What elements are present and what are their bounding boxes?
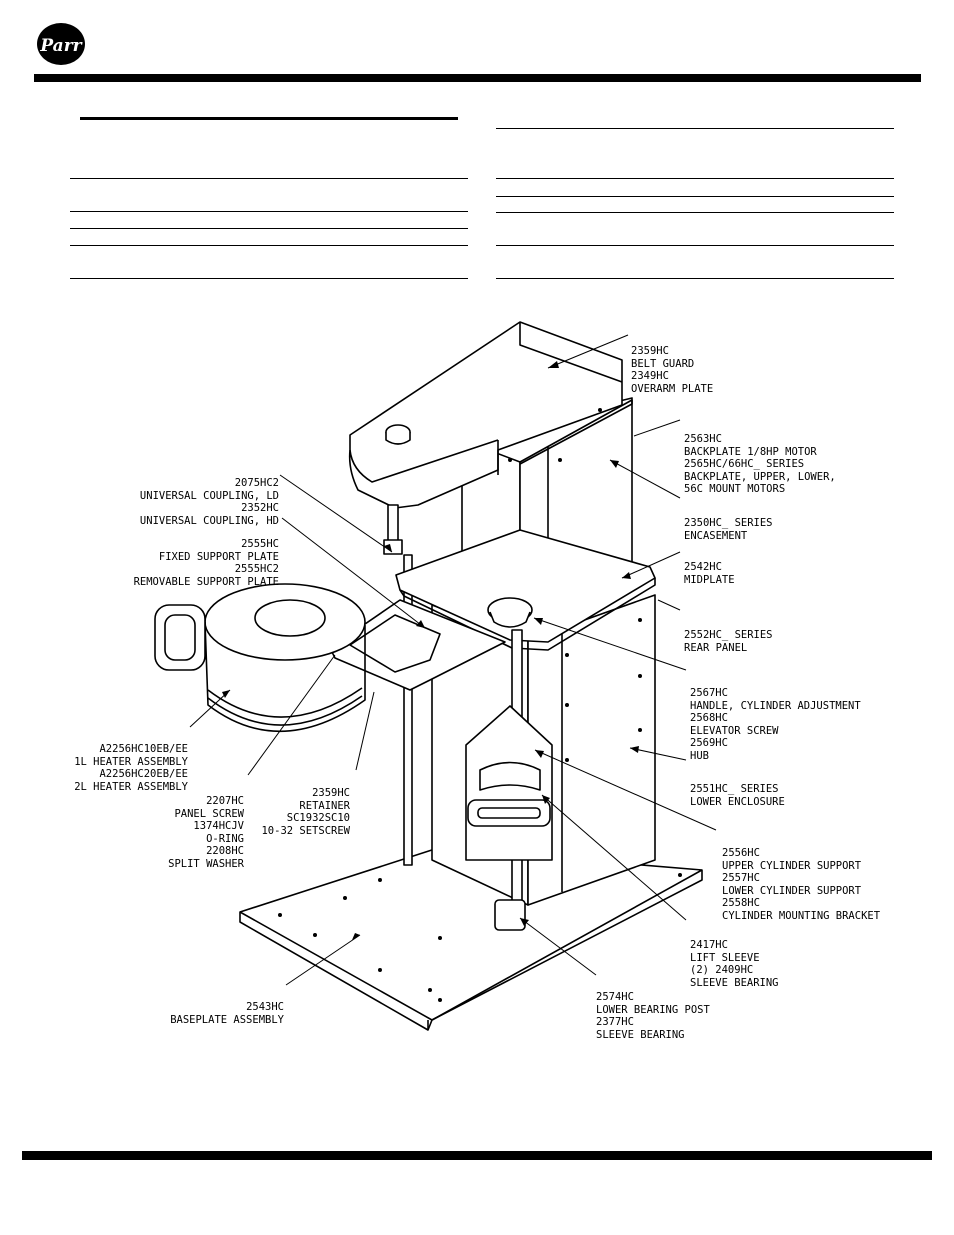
right-table-rule (496, 178, 894, 179)
right-table-rule (496, 245, 894, 246)
right-table-rule (496, 212, 894, 213)
right-table-rule (496, 196, 894, 197)
left-table-rule (70, 245, 468, 246)
left-table-rule (70, 278, 468, 279)
left-table-rule (70, 178, 468, 179)
header-rule (34, 74, 921, 82)
logo-text: Parr (39, 36, 82, 56)
left-table-rule (70, 228, 468, 229)
left-table-top-rule (80, 117, 458, 120)
right-table-rule (496, 128, 894, 129)
parr-logo: Parr (37, 23, 85, 65)
footer-rule (22, 1151, 932, 1160)
right-table-rule (496, 278, 894, 279)
left-table-rule (70, 211, 468, 212)
